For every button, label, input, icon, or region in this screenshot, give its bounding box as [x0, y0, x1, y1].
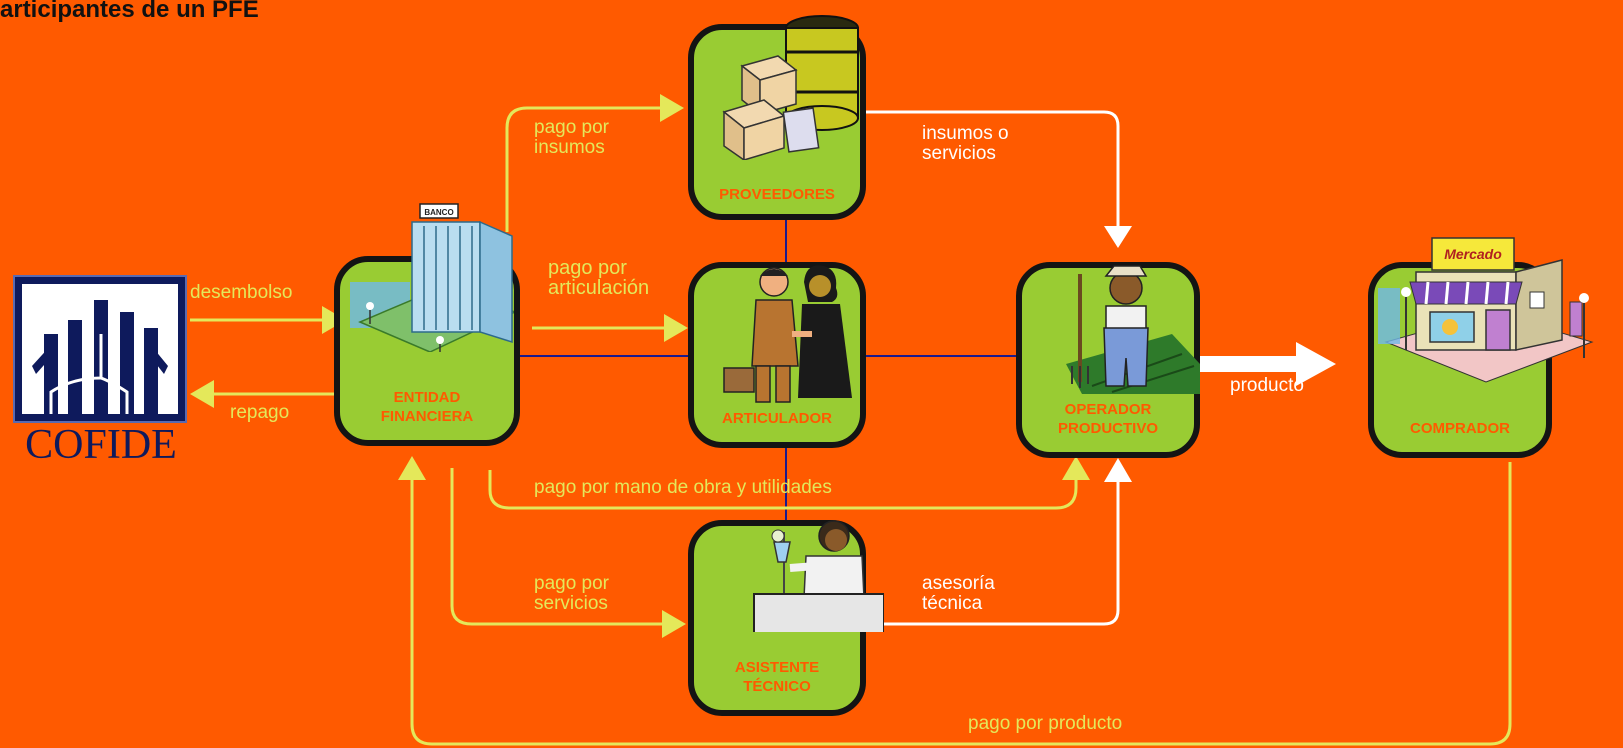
comprador-label: COMPRADOR: [1410, 420, 1510, 437]
pago-insumos-arrow: [660, 94, 684, 122]
insumos-line: [866, 110, 1120, 232]
cofide-emblem: [13, 275, 187, 423]
handshake-people-icon: [723, 265, 852, 403]
entidad-financiera-label: ENTIDAD FINANCIERA: [380, 389, 474, 425]
market-store-icon: Mercado: [1378, 237, 1594, 383]
insumos-arrow: [1104, 226, 1132, 248]
producto-arrow: [1296, 342, 1336, 386]
node-operador-productivo: OPERADOR PRODUCTIVO: [1016, 262, 1200, 458]
repago-arrow: [190, 380, 214, 408]
pago-insumos-line: [505, 106, 660, 232]
money-flow-lines: [190, 106, 1512, 746]
goods-flow-arrowheads: [1104, 226, 1336, 482]
flow-label-insumos-servicios: insumos o servicios: [922, 123, 1009, 164]
flow-label-pago-articulacion: pago por articulación: [548, 257, 650, 299]
cofide-logo: [12, 274, 188, 424]
page-title: articipantes de un PFE: [0, 0, 259, 23]
pago-servicios-arrow: [662, 610, 686, 638]
node-comprador: Mercado COMPRADOR: [1368, 237, 1594, 458]
flow-label-pago-servicios: pago por servicios: [534, 573, 610, 614]
operador-productivo-label: OPERADOR PRODUCTIVO: [1057, 401, 1158, 437]
asistente-tecnico-label: ASISTENTE TÉCNICO: [734, 659, 820, 695]
supplies-boxes-icon: [722, 15, 859, 160]
link-lines: [520, 218, 1020, 528]
articulador-label: ARTICULADOR: [722, 410, 832, 427]
farmer-icon: [1066, 265, 1200, 394]
node-entidad-financiera: BANCO ENTIDAD FINANCIERA: [334, 203, 520, 446]
lab-technician-icon: [753, 520, 884, 632]
bank-building-icon: BANCO: [350, 203, 514, 352]
node-articulador: ARTICULADOR: [688, 262, 866, 448]
pago-mano-obra-line: [488, 470, 1078, 510]
bank-sign-text: BANCO: [424, 208, 453, 217]
flow-label-pago-producto: pago por producto: [968, 713, 1123, 734]
pago-producto-line: [410, 462, 1512, 746]
pago-producto-arrow: [398, 456, 426, 480]
flow-label-asesoria: asesoría técnica: [922, 573, 995, 614]
pago-servicios-line: [450, 468, 662, 626]
money-flow-arrowheads: [190, 94, 1090, 638]
node-proveedores: PROVEEDORES: [688, 15, 866, 220]
flow-label-producto: producto: [1230, 375, 1304, 396]
market-sign-text: Mercado: [1444, 246, 1502, 262]
pago-mano-obra-arrow: [1062, 456, 1090, 480]
producto-shaft: [1198, 356, 1298, 372]
cofide-wordmark: COFIDE: [25, 422, 177, 468]
flow-label-pago-insumos: pago por insumos: [534, 117, 610, 158]
proveedores-label: PROVEEDORES: [719, 186, 835, 203]
node-asistente-tecnico: ASISTENTE TÉCNICO: [688, 520, 884, 716]
pago-articulacion-arrow: [664, 314, 688, 342]
asesoria-arrow: [1104, 458, 1132, 482]
flow-label-pago-mano-obra: pago por mano de obra y utilidades: [534, 477, 832, 498]
flow-label-desembolso: desembolso: [190, 282, 293, 303]
flow-label-repago: repago: [230, 402, 290, 423]
asesoria-line: [882, 480, 1120, 626]
